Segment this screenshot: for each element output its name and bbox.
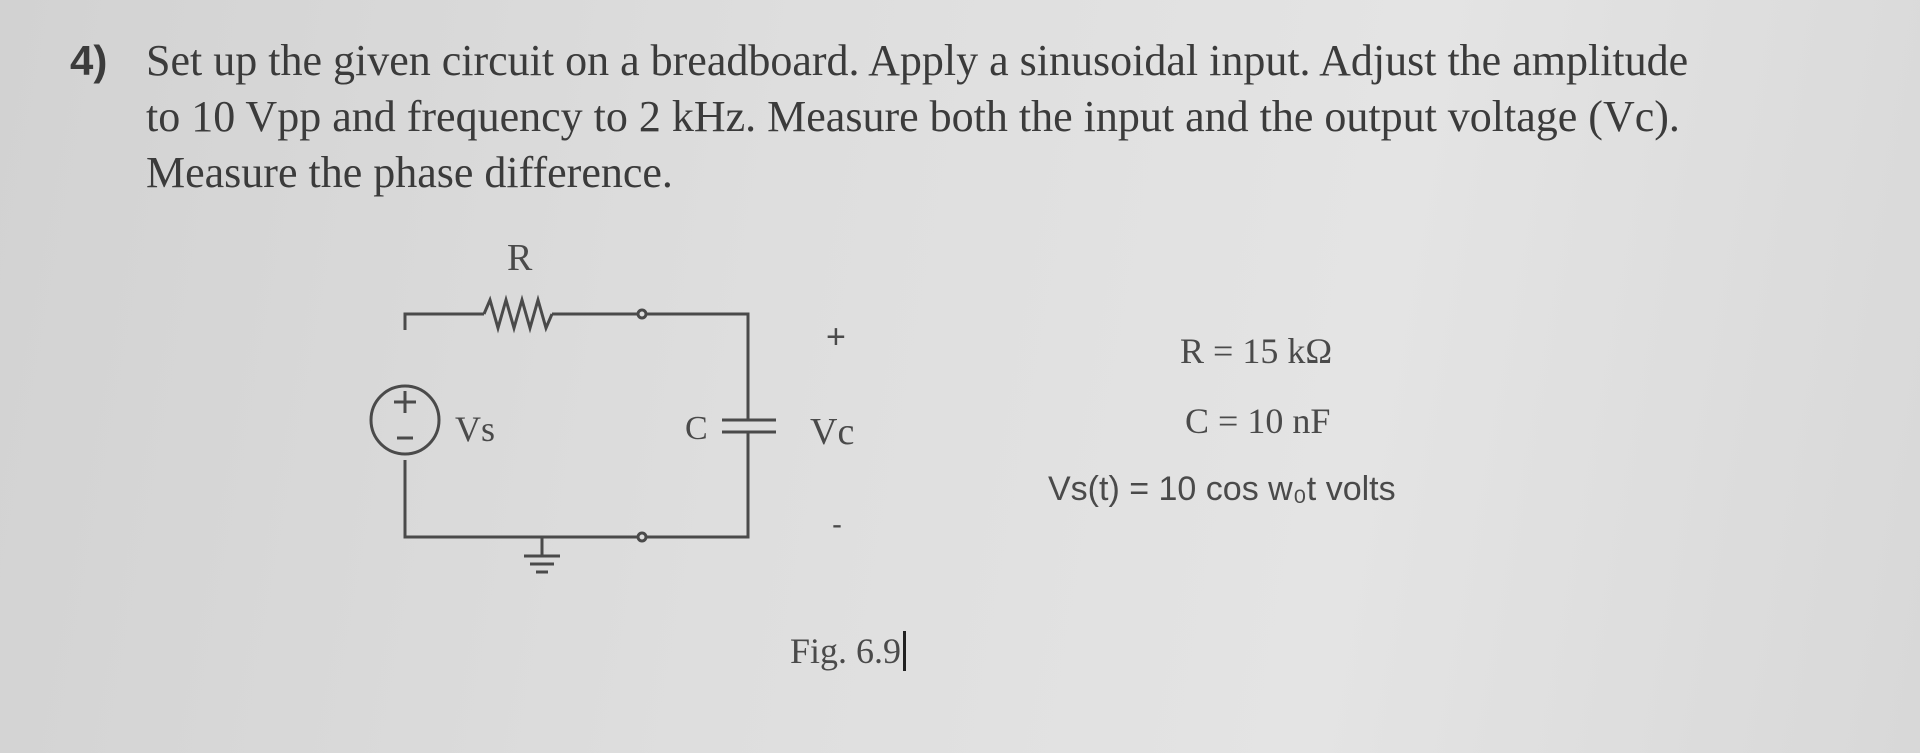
wire-bottom <box>403 460 638 539</box>
wire-top-right <box>646 312 750 420</box>
wire-top-left <box>403 312 484 330</box>
problem-line-3: Measure the phase difference. <box>146 148 673 197</box>
resistor-symbol <box>482 294 554 334</box>
problem-line-1: Set up the given circuit on a breadboard… <box>146 36 1689 85</box>
voltage-source-symbol <box>369 384 441 456</box>
output-voltage-label: Vc <box>810 411 855 453</box>
output-minus-sign: - <box>832 508 842 541</box>
figure-caption: Fig. 6.9 <box>790 630 907 672</box>
bottom-node <box>636 531 648 543</box>
problem-line-2: to 10 Vpp and frequency to 2 kHz. Measur… <box>146 92 1680 141</box>
resistor-label: R <box>507 237 533 279</box>
param-resistance: R = 15 kΩ <box>1180 331 1333 371</box>
param-capacitance: C = 10 nF <box>1185 401 1331 441</box>
wire-cap-bottom <box>646 432 750 539</box>
param-source-function: Vs(t) = 10 cos w₀t volts <box>1048 470 1396 508</box>
figure-caption-text: Fig. 6.9 <box>790 631 902 671</box>
source-label: Vs <box>455 409 496 449</box>
capacitor-label: C <box>685 410 708 447</box>
output-plus-sign: + <box>826 318 846 356</box>
problem-number: 4) <box>70 37 108 84</box>
top-node <box>636 308 648 320</box>
text-cursor <box>903 631 907 671</box>
